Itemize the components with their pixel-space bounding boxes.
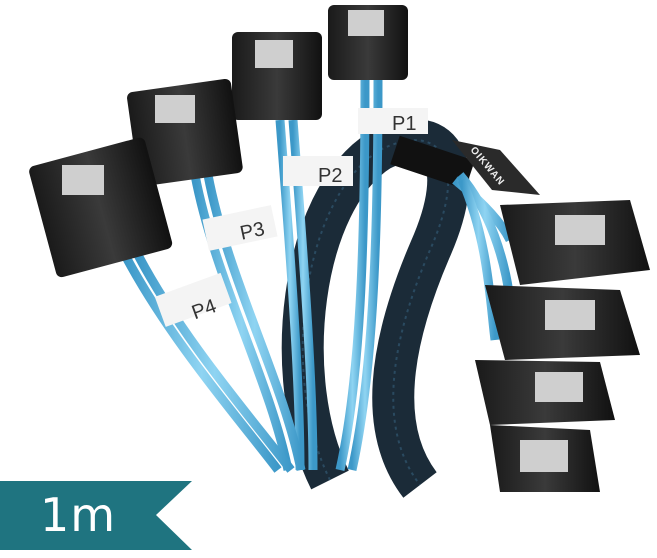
blue-cables [121, 79, 515, 473]
brand-tag [452, 140, 540, 195]
svg-text:P2: P2 [318, 165, 342, 187]
connector-p2 [232, 32, 322, 120]
connector-p1 [328, 5, 408, 80]
stacked-connectors [475, 200, 650, 492]
port-label-p1: P1 [358, 108, 428, 135]
length-badge [0, 481, 192, 550]
port-label-p3: P3 [202, 205, 278, 251]
connector-p4 [29, 137, 173, 278]
connector-p3 [127, 78, 243, 187]
length-badge-text: 1m [40, 488, 117, 542]
svg-text:P1: P1 [392, 113, 416, 135]
port-label-p4: P4 [154, 272, 232, 327]
port-label-p2: P2 [283, 156, 353, 187]
svg-text:P3: P3 [238, 218, 267, 245]
